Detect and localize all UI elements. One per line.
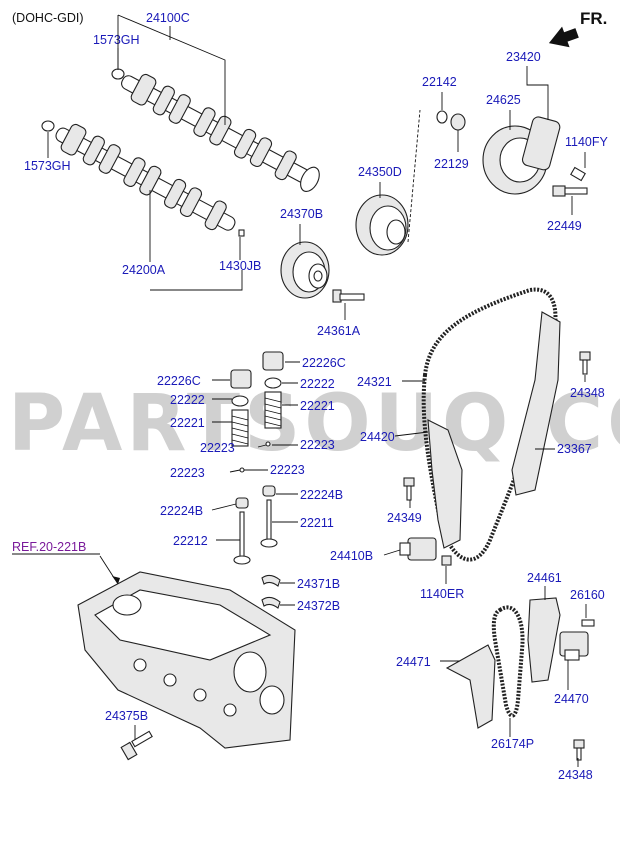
exhaust-valve[interactable] [233, 511, 251, 565]
balance-shaft-chain[interactable] [491, 605, 525, 718]
label-24361A: 24361A [317, 324, 361, 338]
valve-stem-seal-intake[interactable] [262, 485, 276, 497]
spring-retainer-intake[interactable] [264, 377, 282, 389]
valve-tappet-exhaust[interactable] [230, 369, 252, 389]
label-26160: 26160 [570, 588, 605, 602]
tensioner-arm-bolt[interactable] [403, 477, 415, 501]
leader-24200A-base [150, 270, 243, 291]
camshaft-bearing-lower[interactable] [261, 596, 281, 609]
balance-chain-tensioner-arm[interactable] [527, 597, 561, 683]
label-24420: 24420 [360, 430, 395, 444]
label-1430JB: 1430JB [219, 259, 261, 273]
label-24371B: 24371B [297, 577, 340, 591]
label-22142: 22142 [422, 75, 457, 89]
head-bolt[interactable] [120, 730, 153, 761]
label-22226C-left: 22226C [157, 374, 201, 388]
label-22223-c: 22223 [170, 466, 205, 480]
label-22222-left: 22222 [170, 393, 205, 407]
label-22226C-right: 22226C [302, 356, 346, 370]
valve-spring-intake[interactable] [264, 391, 282, 429]
chain-guide[interactable] [511, 311, 561, 496]
label-24321: 24321 [357, 375, 392, 389]
label-24625: 24625 [486, 93, 521, 107]
label-24200A: 24200A [122, 263, 166, 277]
oil-filter[interactable] [450, 113, 466, 131]
label-24471: 24471 [396, 655, 431, 669]
chain-tensioner-arm[interactable] [427, 419, 463, 549]
label-24100C: 24100C [146, 11, 190, 25]
reference-label: REF.20-221B [12, 540, 86, 554]
label-1140FY: 1140FY [565, 135, 609, 149]
cylinder-head[interactable] [77, 571, 296, 749]
label-24372B: 24372B [297, 599, 340, 613]
spring-retainer-exhaust[interactable] [231, 395, 249, 407]
variant-title: (DOHC-GDI) [12, 11, 84, 25]
valve-spring-exhaust[interactable] [231, 409, 249, 447]
camshaft-bearing-upper[interactable] [261, 574, 281, 587]
leaders-valvetrain [211, 361, 300, 606]
label-22223-d: 22223 [270, 463, 305, 477]
label-24370B: 24370B [280, 207, 323, 221]
label-23367: 23367 [557, 442, 592, 456]
camshaft-plug-upper[interactable] [111, 68, 125, 80]
label-22449: 22449 [547, 219, 582, 233]
label-22224B-left: 22224B [160, 504, 203, 518]
tensioner-pin[interactable] [581, 619, 595, 627]
front-direction-arrow-icon [548, 26, 579, 48]
label-22221-left: 22221 [170, 416, 205, 430]
label-24375B: 24375B [105, 709, 148, 723]
leader-cvvt-dashed [407, 109, 421, 243]
label-22211: 22211 [300, 516, 334, 530]
balance-chain-tensioner[interactable] [559, 631, 589, 661]
label-1573GH-upper: 1573GH [93, 33, 140, 47]
label-24470: 24470 [554, 692, 589, 706]
label-24350D: 24350D [358, 165, 402, 179]
label-23420: 23420 [506, 50, 541, 64]
ocv-bolt-lower[interactable] [552, 185, 588, 197]
exhaust-cam-sprocket[interactable] [280, 241, 330, 299]
label-24410B: 24410B [330, 549, 373, 563]
camshaft-intake[interactable] [116, 66, 324, 196]
sprocket-bolt[interactable] [332, 289, 365, 303]
camshaft-exhaust[interactable] [51, 118, 242, 238]
label-1573GH-lower: 1573GH [24, 159, 71, 173]
label-24461: 24461 [527, 571, 562, 585]
camshaft-plug-lower[interactable] [41, 120, 55, 132]
balance-guide-bolt[interactable] [573, 739, 585, 761]
label-24349: 24349 [387, 511, 422, 525]
leaders-chain-lower [440, 586, 587, 767]
label-22221-right: 22221 [300, 399, 335, 413]
label-22223-a: 22223 [200, 441, 235, 455]
label-24348-lower: 24348 [558, 768, 593, 782]
label-26174P: 26174P [491, 737, 534, 751]
label-1140ER: 1140ER [420, 587, 464, 601]
label-22223-b: 22223 [300, 438, 335, 452]
seal-ring[interactable] [436, 110, 448, 124]
label-22129: 22129 [434, 157, 469, 171]
balance-chain-guide[interactable] [445, 644, 496, 729]
label-22224B-right: 22224B [300, 488, 343, 502]
valve-stem-seal-exhaust[interactable] [235, 497, 249, 509]
intake-valve[interactable] [260, 499, 278, 548]
tensioner-bolt-upper[interactable] [579, 351, 591, 375]
valve-tappet-intake[interactable] [262, 351, 284, 371]
oil-control-valve-assembly[interactable] [482, 116, 561, 195]
leaders-chain-upper [383, 375, 586, 584]
reference-arrow-icon [112, 576, 120, 584]
label-24348-upper: 24348 [570, 386, 605, 400]
label-22222-right: 22222 [300, 377, 335, 391]
intake-cvvt-assembly[interactable] [355, 194, 409, 256]
label-22212: 22212 [173, 534, 208, 548]
ocv-bolt-upper[interactable] [570, 166, 586, 182]
leaders-ocv [441, 66, 586, 215]
front-direction-label: FR. [580, 9, 607, 28]
dowel-pin[interactable] [238, 229, 245, 237]
chain-tensioner[interactable] [399, 537, 437, 561]
tensioner-mount-bolt[interactable] [441, 555, 452, 566]
